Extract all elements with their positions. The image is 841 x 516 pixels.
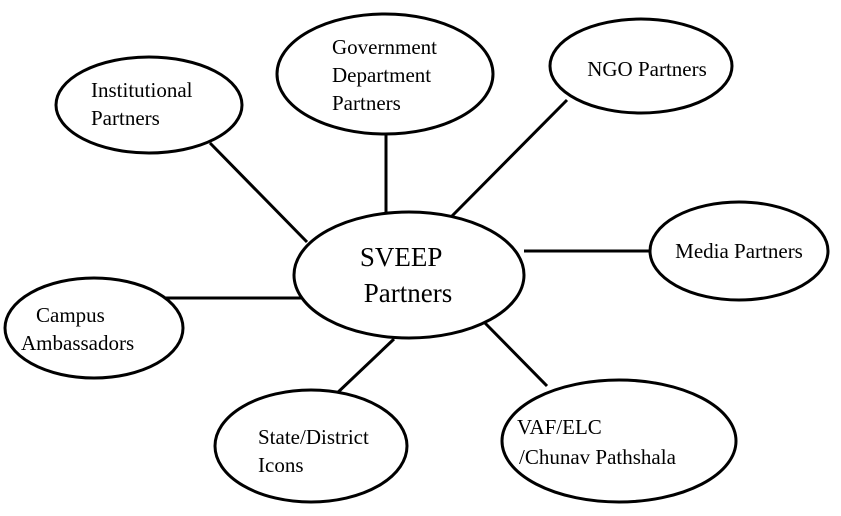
connector-state-district [332, 337, 396, 398]
center-label-line-2: Partners [364, 278, 452, 308]
vaf-label-line-1: VAF/ELC [517, 415, 602, 439]
government-label-line-2: Department [332, 63, 431, 87]
svg-text:Campus Ambassadors: Campus Ambassadors [21, 303, 134, 355]
campus-label-line-1: Campus [36, 303, 105, 327]
svg-text:VAF/ELC /Chunav Pathshal: VAF/ELC /Chunav Pathshala [517, 415, 677, 469]
center-label-line-1: SVEEP [360, 242, 442, 272]
connector-vaf [482, 320, 549, 388]
institutional-label-line-1: Institutional [91, 78, 193, 102]
node-vaf-elc-chunav-pathshala: VAF/ELC /Chunav Pathshala [500, 378, 738, 504]
svg-text:State/District Icons: State/District Icons [258, 425, 374, 477]
connector-institutional [208, 141, 309, 244]
svg-text:Institutional Partners: Institutional Partners [91, 78, 198, 130]
node-state-district-icons: State/District Icons [213, 388, 409, 504]
state-district-label-line-2: Icons [258, 453, 304, 477]
svg-text:NGO Partners: NGO Partners [587, 57, 707, 81]
government-label-line-3: Partners [332, 91, 401, 115]
node-ngo-partners: NGO Partners [548, 17, 734, 115]
svg-text:SVEEP Partners: SVEEP Partners [360, 242, 452, 308]
connector-ngo [450, 98, 569, 218]
campus-label-line-2: Ambassadors [21, 331, 134, 355]
government-label-line-1: Government [332, 35, 437, 59]
ngo-label-line-1: NGO Partners [587, 57, 707, 81]
node-government-department-partners: Government Department Partners [275, 12, 495, 136]
state-district-label-line-1: State/District [258, 425, 369, 449]
center-node-sveep-partners: SVEEP Partners [292, 210, 526, 340]
node-media-partners: Media Partners [648, 200, 830, 302]
node-institutional-partners: Institutional Partners [54, 55, 244, 155]
svg-text:Government Department: Government Department Partners [332, 35, 442, 115]
node-campus-ambassadors: Campus Ambassadors [3, 276, 185, 380]
vaf-label-line-2: /Chunav Pathshala [519, 445, 677, 469]
svg-text:Media Partners: Media Partners [675, 239, 803, 263]
media-label-line-1: Media Partners [675, 239, 803, 263]
institutional-label-line-2: Partners [91, 106, 160, 130]
